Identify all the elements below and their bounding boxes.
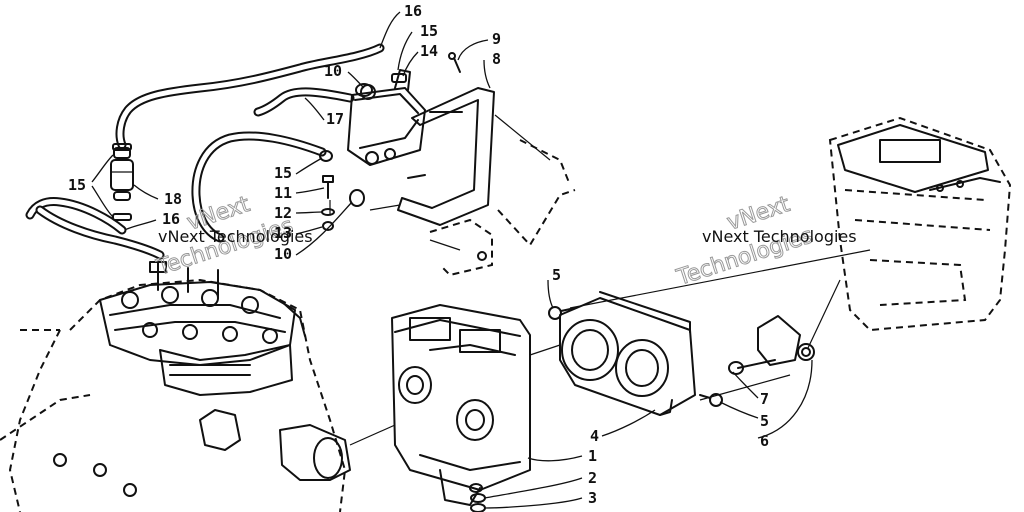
callout-2: 2 bbox=[588, 469, 597, 487]
clamp-15-mid bbox=[319, 150, 333, 162]
nut-13 bbox=[322, 221, 334, 231]
watermark-text: vNext Technologies bbox=[702, 227, 857, 246]
screw-11 bbox=[322, 175, 334, 199]
screw-5-lower bbox=[699, 393, 723, 407]
assembly-lines bbox=[329, 114, 871, 446]
fuel-hose-loop bbox=[191, 131, 327, 243]
engine-block bbox=[0, 261, 351, 512]
callout-15: 15 bbox=[68, 176, 86, 194]
intake-silencer-4 bbox=[559, 291, 696, 416]
callout-16: 16 bbox=[404, 2, 422, 20]
watermark-text: vNext Technologies bbox=[158, 227, 313, 246]
callout-14: 14 bbox=[420, 42, 438, 60]
carb-parts-2-3 bbox=[470, 493, 486, 512]
washer-12 bbox=[321, 208, 335, 216]
callout-7: 7 bbox=[760, 390, 769, 408]
callout-12: 12 bbox=[274, 204, 292, 222]
air-box bbox=[828, 116, 1012, 332]
hose-clamp-15-left bbox=[112, 143, 132, 221]
callout-11: 11 bbox=[274, 184, 292, 202]
pump-bracket-8 bbox=[397, 87, 495, 226]
callout-9: 9 bbox=[492, 30, 501, 48]
callout-15: 15 bbox=[420, 22, 438, 40]
callout-5: 5 bbox=[552, 266, 561, 284]
callout-4: 4 bbox=[590, 427, 599, 445]
carburetor-1 bbox=[391, 304, 531, 506]
fuel-hose-16-upper bbox=[115, 43, 385, 150]
callout-10: 10 bbox=[324, 62, 342, 80]
callout-5: 5 bbox=[760, 412, 769, 430]
fuel-hose-16-lower bbox=[25, 197, 165, 260]
leader-lines bbox=[91, 11, 813, 509]
callout-8: 8 bbox=[492, 50, 501, 68]
callout-6: 6 bbox=[760, 432, 769, 450]
bolt-9 bbox=[448, 52, 461, 73]
callout-13: 13 bbox=[274, 224, 292, 242]
fuel-filter-18 bbox=[110, 147, 134, 201]
vent-hose-17 bbox=[253, 87, 355, 117]
callout-15: 15 bbox=[274, 164, 292, 182]
callout-labels: 16 15 14 9 8 10 17 15 18 16 15 11 12 13 … bbox=[68, 2, 769, 507]
callout-1: 1 bbox=[588, 447, 597, 465]
nut-10b bbox=[349, 189, 365, 207]
mount-bracket-7 bbox=[728, 315, 801, 375]
clamp-14 bbox=[391, 73, 407, 83]
callout-3: 3 bbox=[588, 489, 597, 507]
callout-10: 10 bbox=[274, 245, 292, 263]
callout-18: 18 bbox=[164, 190, 182, 208]
bushing-6 bbox=[797, 343, 815, 361]
screw-5-upper bbox=[548, 306, 576, 320]
fitting-10 bbox=[355, 83, 373, 97]
callout-16: 16 bbox=[162, 210, 180, 228]
bracket-mount-outline bbox=[429, 139, 576, 277]
callout-17: 17 bbox=[326, 110, 344, 128]
